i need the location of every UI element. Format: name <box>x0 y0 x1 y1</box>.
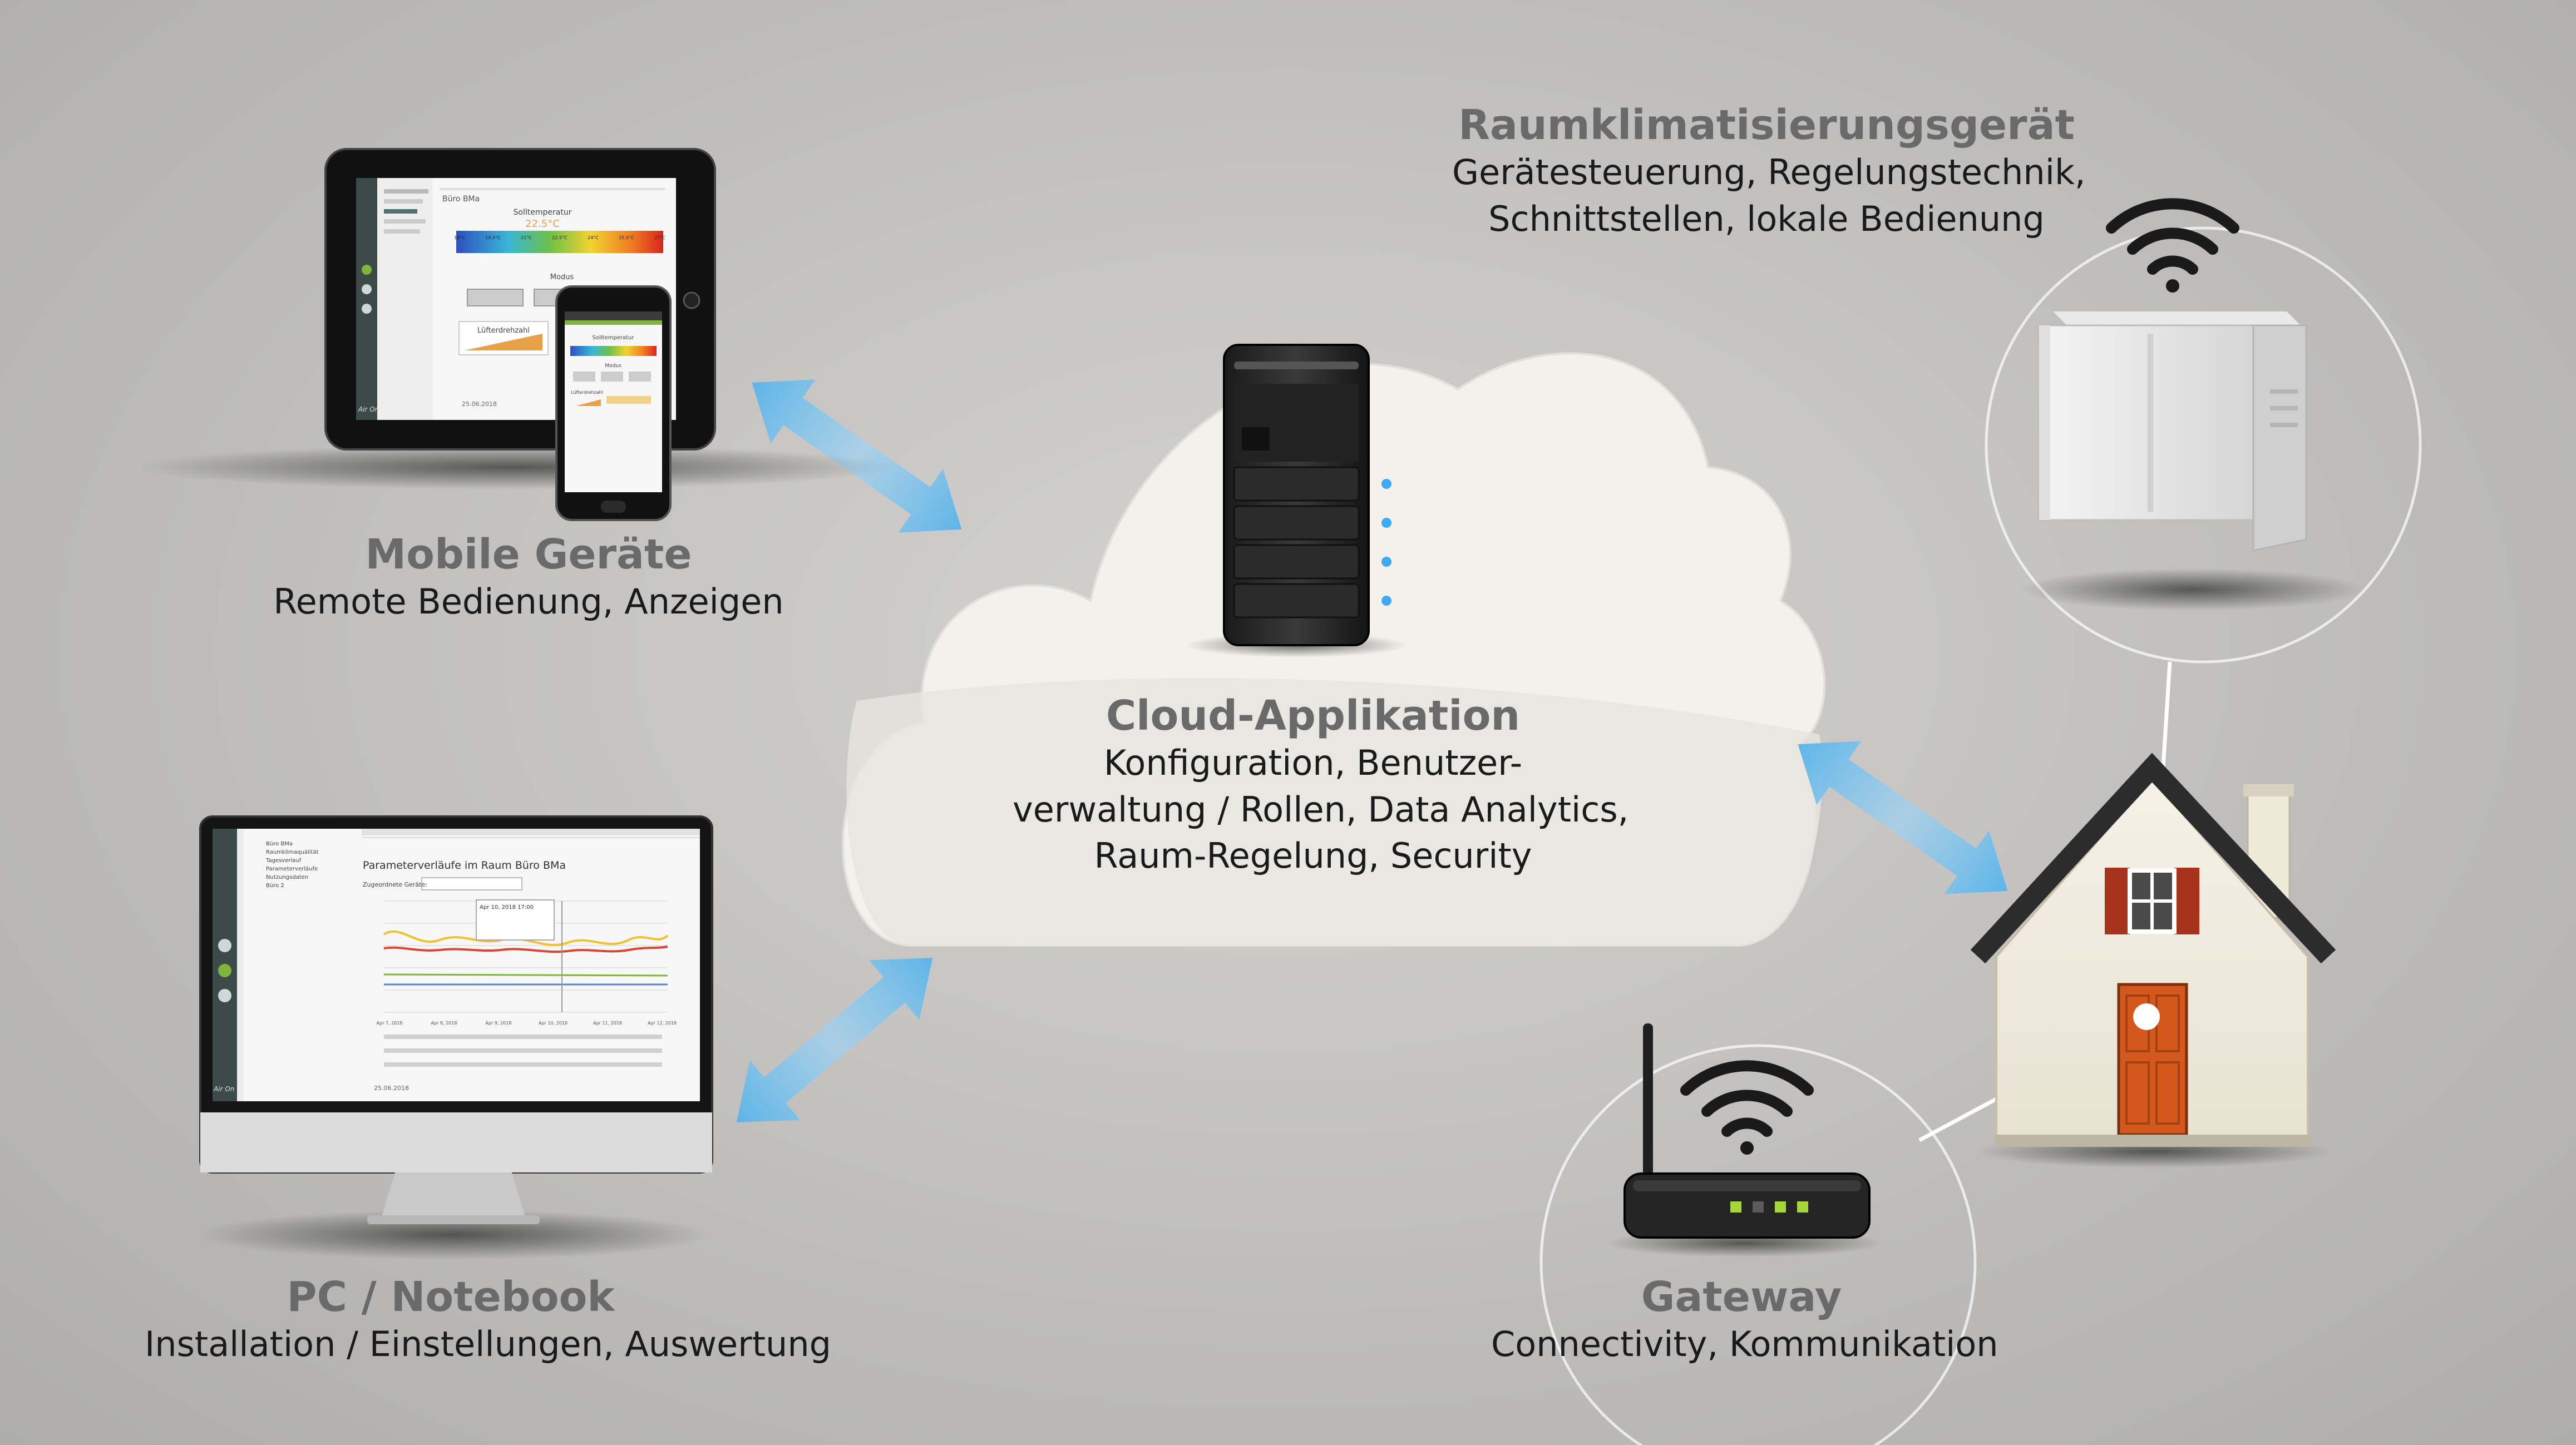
mobile-node-label: Mobile Geräte Remote Bedienung, Anzeigen <box>256 531 801 625</box>
climate-unit-callout-circle <box>1985 226 2422 664</box>
tablet-logo: Air On <box>358 405 379 413</box>
arrow-pc-cloud <box>736 958 933 1122</box>
desktop-nav-item: Nutzungsdaten <box>266 874 308 880</box>
desktop-chart-x-tick: Apr 10, 2018 <box>539 1021 567 1026</box>
tablet-heading: Büro BMa <box>442 195 480 204</box>
desktop-nav-item: Büro 2 <box>266 883 284 889</box>
pc-subtitle: Installation / Einstellungen, Auswertung <box>145 1324 832 1365</box>
desktop-nav-tree: Büro BMaRaumklimaquälitätTagesverlaufPar… <box>265 841 319 889</box>
climate-unit-title: Raumklimatisierungsgerät <box>1458 101 2075 149</box>
tablet-device <box>136 148 893 489</box>
desktop-tooltip-date: Apr 10, 2018 17:00 <box>480 904 534 910</box>
gateway-subtitle: Connectivity, Kommunikation <box>1491 1324 1998 1365</box>
desktop-heading: Parameterverläufe im Raum Büro BMa <box>363 859 566 872</box>
cloud-subtitle-line: verwaltung / Rollen, Data Analytics, <box>1013 789 1629 830</box>
tablet-scale-tick: 18°C <box>454 235 465 240</box>
tablet-scale-tick: 21°C <box>521 235 532 240</box>
climate-unit-node-label: Raumklimatisierungsgerät Gerätesteuerung… <box>1452 101 2086 242</box>
desktop-logo: Air On <box>213 1085 234 1093</box>
desktop-chart-x-tick: Apr 8, 2018 <box>431 1021 457 1026</box>
climate-unit-icon <box>2020 311 2365 611</box>
desktop-chart-series-yellow <box>383 930 669 947</box>
climate-unit-subtitle-line: Schnittstellen, lokale Bedienung <box>1488 198 2045 239</box>
desktop-chart-x-tick: Apr 12, 2018 <box>648 1021 677 1026</box>
gateway-callout-circle <box>1539 1044 1977 1445</box>
mobile-subtitle: Remote Bedienung, Anzeigen <box>273 581 784 622</box>
tablet-scale-tick: 24°C <box>588 235 599 240</box>
desktop-nav-item: Tagesverlauf <box>265 858 302 864</box>
cloud-subtitle-line: Raum-Regelung, Security <box>1094 835 1532 877</box>
tablet-mode-label: Modus <box>550 273 574 281</box>
desktop-chart-series-green <box>383 973 668 977</box>
desktop-chart-x-tick: Apr 9, 2018 <box>486 1021 512 1026</box>
server-rack-units <box>1233 466 1391 618</box>
smartphone-device <box>555 285 672 521</box>
cloud-title: Cloud-Applikation <box>1106 692 1521 740</box>
tablet-fan-label: Lüfterdrehzahl <box>477 326 530 335</box>
desktop-chart-x-ticks: Apr 7, 2018 Apr 8, 2018 Apr 9, 2018 Apr 10,… <box>377 1021 677 1026</box>
desktop-date: 25.06.2018 <box>374 1085 409 1092</box>
tablet-setpoint-value: 22.5°C <box>525 218 560 230</box>
gateway-title: Gateway <box>1641 1273 1842 1321</box>
phone-mode-label: Modus <box>605 363 621 369</box>
desktop-monitor <box>198 815 713 1260</box>
mobile-title: Mobile Geräte <box>365 531 692 578</box>
tablet-scale-tick: 25.5°C <box>619 235 634 240</box>
tablet-setpoint-label: Solltemperatur <box>514 208 572 217</box>
desktop-device-label: Zugeordnete Geräte: <box>363 881 427 888</box>
gateway-node-label: Gateway Connectivity, Kommunikation <box>1491 1273 1998 1368</box>
desktop-nav-item: Raumklimaquälität <box>266 849 319 855</box>
cloud-node-label: Cloud-Applikation Konfiguration, Benutze… <box>1013 692 1629 879</box>
cloud-subtitle: Konfiguration, Benutzer- verwaltung / Ro… <box>1013 740 1629 879</box>
pc-node-label: PC / Notebook Installation / Einstellung… <box>145 1273 832 1368</box>
desktop-chart-x-tick: Apr 7, 2018 <box>377 1021 403 1026</box>
arrow-cloud-house <box>1798 741 2008 894</box>
pc-title: PC / Notebook <box>287 1273 615 1321</box>
router-icon <box>1605 1023 1883 1257</box>
tablet-scale-tick: 19.5°C <box>485 235 501 240</box>
desktop-legend-rows <box>384 1035 662 1067</box>
desktop-chart-series-red <box>383 946 668 953</box>
wifi-icon <box>1680 1060 1814 1155</box>
desktop-chart-tooltip <box>476 899 555 941</box>
desktop-chart-x-tick: Apr 11, 2018 <box>593 1021 622 1026</box>
climate-unit-subtitle: Gerätesteuerung, Regelungstechnik, Schni… <box>1452 149 2086 242</box>
tablet-date: 25.06.2018 <box>462 400 497 408</box>
cloud-subtitle-line: Konfiguration, Benutzer- <box>1103 743 1523 784</box>
desktop-nav-item: Büro BMa <box>266 841 293 847</box>
phone-setpoint-label: Solltemperatur <box>593 335 635 341</box>
desktop-nav-item: Parameterverläufe <box>266 866 318 872</box>
server-icon <box>1185 344 1408 657</box>
arrow-mobile-cloud <box>752 379 962 533</box>
climate-unit-subtitle-line: Gerätesteuerung, Regelungstechnik, <box>1452 152 2086 193</box>
tablet-scale-tick: 27°C <box>654 235 665 240</box>
house-icon <box>1970 753 2336 1168</box>
wifi-icon <box>2106 198 2239 293</box>
tablet-scale-tick: 22.5°C <box>552 235 567 240</box>
phone-fan-label: Lüfterdrehzahl <box>571 390 603 395</box>
tablet-scale-ticks: 18°C 19.5°C 21°C 22.5°C 24°C 25.5°C 27°C <box>454 235 665 240</box>
